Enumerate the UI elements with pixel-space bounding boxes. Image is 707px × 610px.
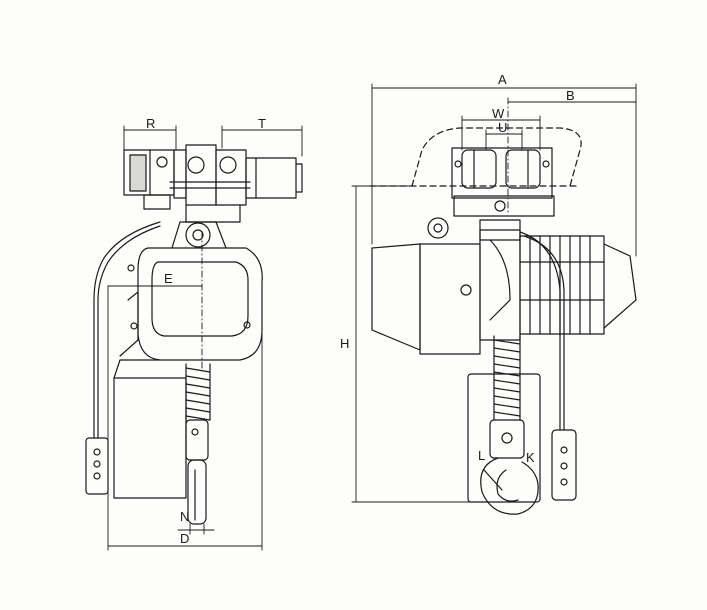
pendant-switch-side [85, 437, 109, 495]
motor-fins [519, 235, 605, 335]
trolley-wheel-right [219, 156, 237, 174]
trolley-wheel-front-left [461, 149, 497, 189]
front-view [369, 127, 637, 515]
top-eye [427, 217, 449, 239]
trolley-motor-right [245, 157, 297, 199]
brake-cover [371, 243, 421, 351]
label-D: D [180, 531, 189, 546]
pendant-cable [93, 221, 161, 439]
hook-block-front [489, 419, 525, 459]
motor-bolt [156, 156, 168, 168]
side-view [85, 144, 303, 525]
label-U: U [498, 120, 507, 135]
trolley-wheel-front-right [505, 149, 541, 189]
load-chain-spring [185, 363, 211, 421]
pendant-button [560, 478, 568, 486]
label-T: T [258, 116, 266, 131]
pendant-switch-front [551, 429, 577, 501]
pendant-button [560, 462, 568, 470]
gearbox-front [419, 243, 481, 355]
label-A: A [498, 72, 507, 87]
trolley-wheel-left [187, 156, 205, 174]
trolley-hanger [185, 204, 241, 223]
pendant-button [93, 472, 101, 480]
hook-latch [483, 469, 503, 491]
side-dimensions [107, 125, 303, 551]
label-N: N [180, 509, 189, 524]
pendant-button [93, 460, 101, 468]
motor-fan-cover [603, 243, 637, 329]
hook-side [187, 459, 207, 525]
label-K: K [526, 450, 535, 465]
beam-outline [411, 127, 582, 187]
gearbox-cover [151, 261, 249, 337]
front-dimensions [351, 83, 637, 503]
trolley-frame [185, 144, 217, 206]
chain-container-front [467, 373, 541, 503]
label-H: H [340, 336, 349, 351]
label-R: R [146, 116, 155, 131]
chain-spring-front [493, 335, 521, 421]
pendant-button [560, 446, 568, 454]
trolley-front [451, 147, 553, 199]
pendant-button [93, 448, 101, 456]
hoist-motor [519, 235, 605, 335]
label-B: B [566, 88, 575, 103]
hook-block-side [185, 419, 209, 461]
chain-container [113, 377, 187, 499]
pendant-cable-front [519, 231, 561, 431]
suspension-eye [185, 222, 211, 248]
label-L: L [478, 448, 485, 463]
load-hook [480, 457, 539, 515]
motor-base [143, 194, 171, 210]
gearbox-housing [137, 247, 263, 361]
center-frame [479, 229, 521, 341]
motor-fins [129, 154, 147, 192]
trolley-side-plate [453, 195, 555, 217]
label-E: E [164, 271, 173, 286]
label-W: W [492, 106, 505, 121]
